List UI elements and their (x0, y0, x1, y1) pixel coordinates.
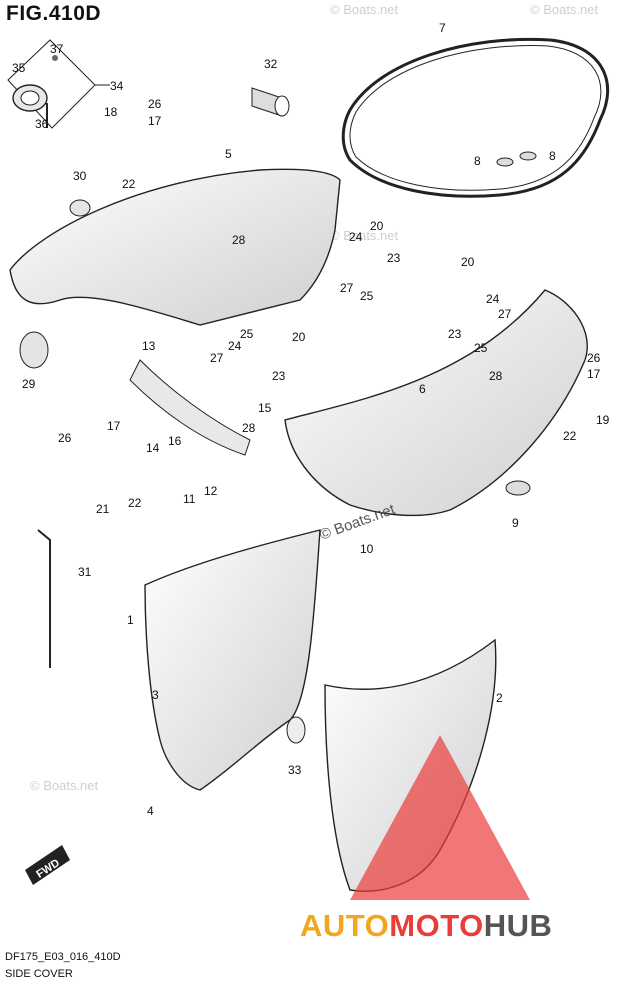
callout-number: 6 (419, 382, 426, 396)
callout-number: 13 (142, 339, 156, 353)
figure-name: SIDE COVER (5, 968, 73, 980)
faint-watermark: © Boats.net (330, 228, 399, 243)
part-30-plug (69, 199, 91, 217)
callout-number: 28 (242, 421, 256, 435)
callout-number: 28 (232, 233, 246, 247)
brand-logo-triangle (350, 735, 530, 900)
callout-number: 20 (292, 330, 306, 344)
callout-number: 31 (78, 565, 92, 579)
callout-number: 25 (240, 327, 254, 341)
callout-number: 20 (461, 255, 475, 269)
callout-number: 26 (148, 97, 162, 111)
callout-number: 22 (122, 177, 136, 191)
callout-number: 24 (486, 292, 500, 306)
callout-number: 3 (152, 688, 159, 702)
part-29-grommet (19, 331, 49, 369)
part-13-seal-strip (129, 359, 251, 456)
callout-number: 23 (272, 369, 286, 383)
callout-number: 32 (264, 57, 278, 71)
part-9-plug (505, 480, 531, 496)
callout-number: 23 (448, 327, 462, 341)
callout-number: 27 (498, 307, 512, 321)
part-1-side-cover (144, 529, 321, 791)
callout-number: 17 (587, 367, 601, 381)
callout-number: 21 (96, 502, 110, 516)
callout-number: 8 (549, 149, 556, 163)
faint-watermark: © Boats.net (330, 2, 399, 17)
part-31-cable-tie (37, 529, 51, 668)
callout-number: 19 (596, 413, 610, 427)
callout-number: 22 (128, 496, 142, 510)
callout-number: 24 (228, 339, 242, 353)
callout-number: 25 (474, 341, 488, 355)
callout-number: 27 (210, 351, 224, 365)
callout-number: 1 (127, 613, 134, 627)
part-6-rear-cover (284, 289, 588, 517)
fwd-arrow-icon: FWD (25, 845, 70, 885)
callout-number: 36 (35, 117, 49, 131)
faint-watermark: © Boats.net (530, 2, 599, 17)
callout-number: 26 (58, 431, 72, 445)
callout-number: 29 (22, 377, 36, 391)
figure-title: FIG.410D (6, 2, 102, 25)
callout-number: 35 (12, 61, 26, 75)
callout-number: 37 (50, 42, 64, 56)
callout-number: 26 (587, 351, 601, 365)
callout-number: 12 (204, 484, 218, 498)
callout-number: 25 (360, 289, 374, 303)
part-7-seal (341, 37, 610, 198)
brand-logo: AUTOMOTOHUB (300, 908, 553, 943)
part-32-grommet (251, 87, 290, 117)
callout-number: 34 (110, 79, 124, 93)
callout-number: 33 (288, 763, 302, 777)
part-5-upper-cover (9, 168, 341, 326)
part-8-plugs (496, 151, 537, 167)
faint-watermark: © Boats.net (30, 778, 99, 793)
callout-number: 30 (73, 169, 87, 183)
part-33-grommet (286, 716, 306, 744)
callout-number: 11 (183, 492, 196, 506)
callout-number: 28 (489, 369, 503, 383)
callout-number: 8 (474, 154, 481, 168)
callout-number: 27 (340, 281, 354, 295)
callout-number: 16 (168, 434, 182, 448)
callout-number: 9 (512, 516, 519, 530)
callout-number: 2 (496, 691, 503, 705)
callout-number: 23 (387, 251, 401, 265)
callout-number: 10 (360, 542, 374, 556)
callout-number: 17 (148, 114, 162, 128)
callout-number: 5 (225, 147, 232, 161)
callout-number: 14 (146, 441, 160, 455)
callout-number: 24 (349, 230, 363, 244)
callout-number: 18 (104, 105, 118, 119)
callout-number: 7 (439, 21, 446, 35)
callout-number: 15 (258, 401, 272, 415)
figure-code: DF175_E03_016_410D (5, 951, 121, 963)
callout-number: 17 (107, 419, 121, 433)
callout-number: 4 (147, 804, 154, 818)
callout-number: 20 (370, 219, 384, 233)
callout-number: 22 (563, 429, 577, 443)
part-group-34-box (7, 39, 110, 129)
